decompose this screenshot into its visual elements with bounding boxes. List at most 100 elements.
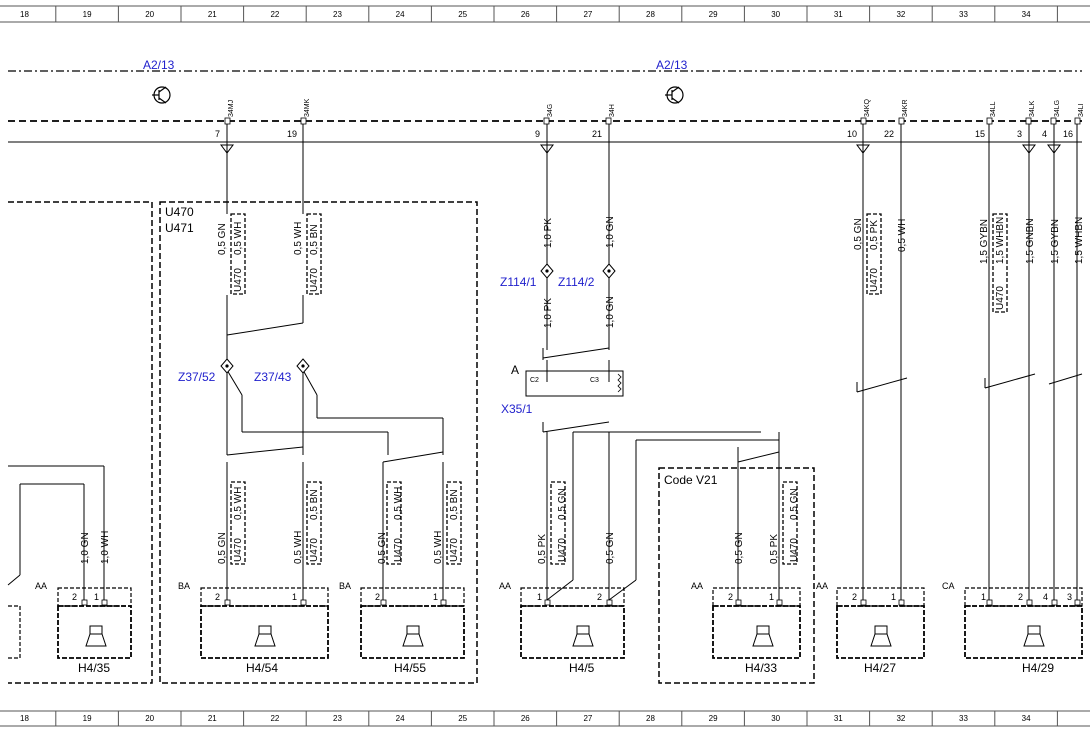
grid-number: 28: [646, 714, 655, 723]
wire-label: 1,0 PK: [543, 298, 554, 328]
wire-label: 0,5 WH: [393, 487, 404, 520]
wire-label: U470: [233, 268, 244, 292]
speaker-name-h4-35: H4/35: [78, 661, 110, 675]
wire-label: 0,5 PK: [537, 534, 548, 564]
speaker-name-h4-27: H4/27: [864, 661, 896, 675]
pin-code: 34MK: [304, 98, 311, 117]
wires: [7, 124, 1083, 601]
shield-triangle-icons: [220, 144, 1061, 154]
speaker-bodies: [57, 605, 1083, 659]
pin-code: 34LG: [1054, 100, 1061, 117]
speaker-connector-label: BA: [339, 581, 351, 591]
grid-number: 32: [896, 714, 905, 723]
grid-number: 26: [521, 714, 530, 723]
grid-number: 18: [20, 10, 29, 19]
wire-label: U470: [233, 538, 244, 562]
wire-label: U470: [393, 538, 404, 562]
connector-pin-c3: C3: [590, 377, 599, 384]
pin-number: 4: [1042, 129, 1047, 139]
wire-label: U470: [995, 286, 1006, 310]
connector-id-label: X35/1: [501, 402, 533, 416]
wire-label: 0,5 GN: [217, 223, 228, 255]
wire-label: 0,5 WH: [293, 531, 304, 564]
wire-label: 0,5 WH: [293, 222, 304, 255]
wire-label: 0,5 GN: [217, 532, 228, 564]
splice-label-z114-2: Z114/2: [558, 275, 595, 289]
grid-number: 30: [771, 714, 780, 723]
pin-number: 16: [1063, 129, 1073, 139]
speaker-pin-label: 2: [852, 592, 857, 602]
speaker-pin-label: 2: [597, 592, 602, 602]
wire-label: 0,5 WH: [897, 219, 908, 252]
grid-frame-top: [0, 5, 1090, 23]
speaker-connector-label: CA: [942, 581, 955, 591]
area-box-left: [8, 201, 153, 684]
speaker-pin-label: 2: [1018, 592, 1023, 602]
wire-label: U470: [789, 538, 800, 562]
bus-pin-7: 34MJ 7: [215, 100, 235, 139]
speaker-pin-label: 1: [769, 592, 774, 602]
resistor-icon: [617, 373, 622, 393]
speaker-icon: [85, 625, 107, 647]
speaker-pin-label: 1: [537, 592, 542, 602]
wire-label: 0,5 PK: [769, 534, 780, 564]
grid-number: 34: [1022, 714, 1031, 723]
grid-number: 24: [396, 714, 405, 723]
speaker-connector-label: AA: [35, 581, 47, 591]
grid-number: 28: [646, 10, 655, 19]
wire-label: 0,5 BN: [309, 489, 320, 520]
speaker-pin-label: 4: [1043, 592, 1048, 602]
pin-number: 22: [884, 129, 894, 139]
speaker-name-h4-29: H4/29: [1022, 661, 1054, 675]
code-box-v21: [658, 467, 815, 684]
wire-label: 0,5 GN: [557, 488, 568, 520]
grid-number: 22: [270, 714, 279, 723]
grid-number: 21: [208, 10, 217, 19]
wire-labels: 0,5 GN 0,5 WH U470 0,5 WH 0,5 BN U470 1,…: [80, 216, 1085, 564]
splice-center-dots: [225, 269, 611, 368]
grid-number: 25: [458, 10, 467, 19]
wire-label: U470: [869, 268, 880, 292]
wire-label: 0,5 GN: [734, 532, 745, 564]
speaker-icon: [254, 625, 276, 647]
connector-x35-1: [525, 370, 624, 397]
grid-number: 31: [834, 10, 843, 19]
bus-pin-4: 34LG 4: [1042, 100, 1061, 139]
speaker-icon: [752, 625, 774, 647]
speaker-pin-label: 3: [1067, 592, 1072, 602]
speaker-pin-label: 2: [728, 592, 733, 602]
wire-label: U470: [449, 538, 460, 562]
wire-label: 0,5 GN: [605, 532, 616, 564]
grid-number: 29: [709, 714, 718, 723]
wire-label: 0,5 GN: [377, 532, 388, 564]
pin-number: 7: [215, 129, 220, 139]
wire-label: 0,5 WH: [433, 531, 444, 564]
harness-segments: [230, 213, 1008, 565]
pin-number: 3: [1017, 129, 1022, 139]
speaker-name-h4-33: H4/33: [745, 661, 777, 675]
grid-frame-bottom: [0, 710, 1090, 727]
pin-number: 15: [975, 129, 985, 139]
wire-label: 0,5 GN: [789, 488, 800, 520]
speaker-pin-label: 1: [433, 592, 438, 602]
grid-ticks: [55, 6, 1058, 726]
bus-pin-10: 34KQ 10: [847, 99, 871, 139]
grid-number: 23: [333, 714, 342, 723]
speaker-connector-label: AA: [691, 581, 703, 591]
wire-label: 0,5 WH: [233, 487, 244, 520]
grid-number: 32: [896, 10, 905, 19]
connector-pin-c2: C2: [530, 377, 539, 384]
wire-label: 1,5 GYBN: [979, 219, 990, 264]
speaker-pin-label: 1: [981, 592, 986, 602]
speaker-connector-label: BA: [178, 581, 190, 591]
bus-pin-22: 34KR 22: [884, 99, 909, 139]
splice-label-z37-43: Z37/43: [254, 370, 292, 384]
pin-number: 21: [592, 129, 602, 139]
speaker-pin-markers: [81, 599, 1081, 606]
grid-number: 30: [771, 10, 780, 19]
grid-number: 19: [83, 714, 92, 723]
wire-label: 1,5 WHBN: [1074, 217, 1085, 264]
